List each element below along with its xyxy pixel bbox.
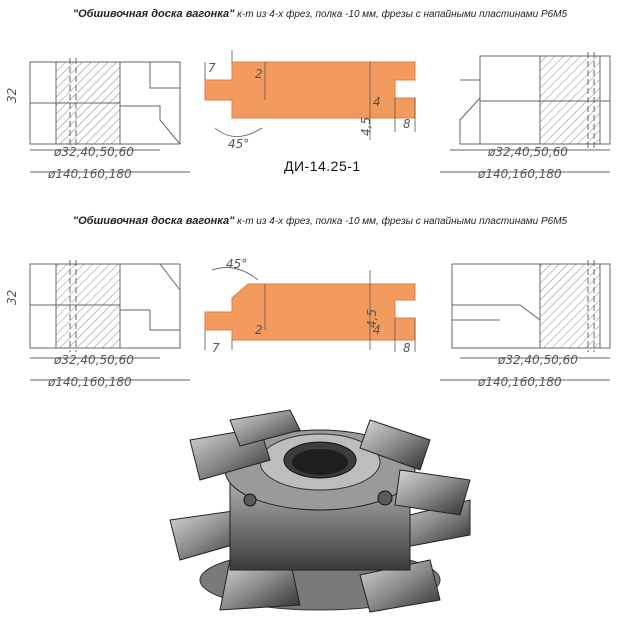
dim-bore-left-bottom: ø32,40,50,60 [53, 353, 134, 367]
dim-4-top: 4 [373, 95, 381, 109]
dim-8-top: 8 [403, 117, 411, 131]
dim-2-bottom: 2 [255, 323, 263, 337]
dim-bore-right-bottom: ø32,40,50,60 [497, 353, 578, 367]
dim-45-bottom: 4,5 [365, 309, 379, 328]
dim-45-top: 4,5 [359, 117, 373, 136]
dim-outer-left-bottom: ø140,160,180 [47, 375, 132, 389]
dim-angle-top: 45° [228, 137, 249, 151]
cutter-section-left-bottom [29, 260, 181, 352]
cutter-section-right-bottom [451, 260, 611, 352]
dim-4-bottom: 4 [373, 323, 381, 337]
dim-outer-right-bottom: ø140,160,180 [477, 375, 562, 389]
caption-bottom: "Обшивочная доска вагонка" к-т из 4-х фр… [0, 215, 640, 227]
dim-height-left-top: 32 [5, 88, 19, 103]
cutter-section-left-top [29, 58, 181, 148]
dim-height-left-bottom: 32 [5, 290, 19, 305]
dim-angle-bottom: 45° [226, 257, 247, 271]
caption-subtitle-2: к-т из 4-х фрез, полка -10 мм, фрезы с н… [237, 216, 568, 227]
product-code: ДИ-14.25-1 [284, 158, 361, 174]
dim-outer-right-top: ø140,160,180 [477, 167, 562, 181]
cutter-section-right-top [459, 52, 611, 148]
cutter-set-illustration [169, 409, 471, 613]
caption-top: "Обшивочная доска вагонка" к-т из 4-х фр… [0, 8, 640, 20]
caption-title-2: "Обшивочная доска вагонка" [72, 215, 235, 227]
dim-bore-right-top: ø32,40,50,60 [487, 145, 568, 159]
caption-title: "Обшивочная доска вагонка" [72, 8, 235, 20]
dim-bore-left-top: ø32,40,50,60 [53, 145, 134, 159]
board-profile-bottom [204, 267, 416, 352]
caption-subtitle: к-т из 4-х фрез, полка -10 мм, фрезы с н… [237, 9, 568, 20]
dim-8-bottom: 8 [403, 341, 411, 355]
dim-outer-left-top: ø140,160,180 [47, 167, 132, 181]
dim-2-top: 2 [255, 67, 263, 81]
dim-7-top: 7 [208, 61, 216, 75]
board-profile-top [204, 50, 416, 140]
dim-7-bottom: 7 [212, 341, 220, 355]
